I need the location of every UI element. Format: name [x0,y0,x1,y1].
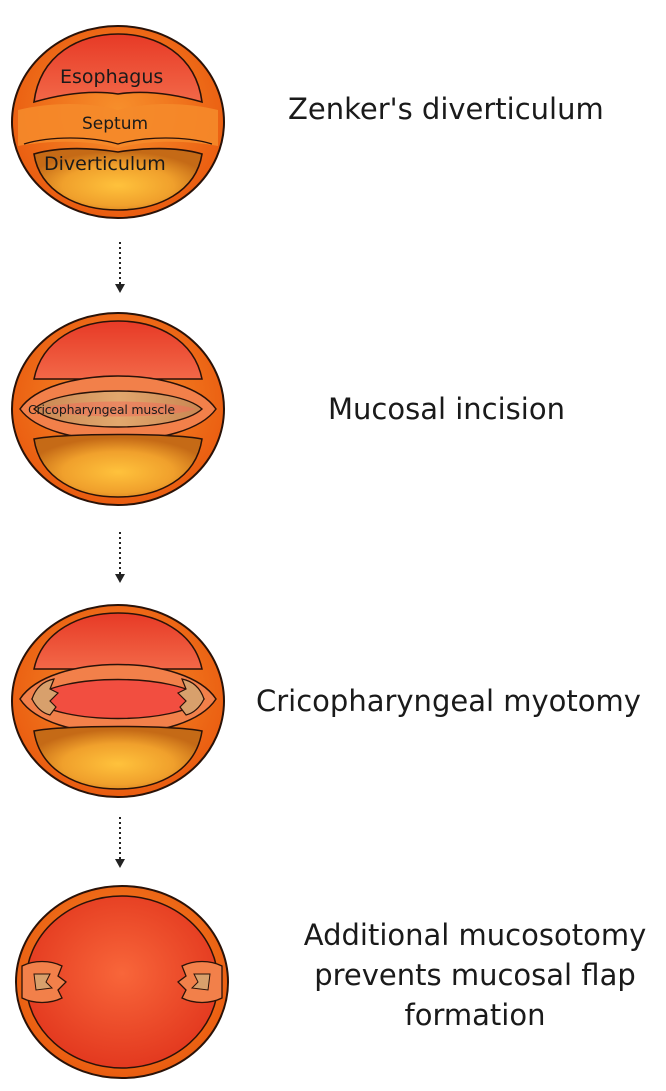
label-diverticulum: Diverticulum [44,153,166,175]
myotomy-cross-section [10,603,226,799]
label-esophagus: Esophagus [60,66,163,88]
caption-line-2: prevents mucosal flap [290,955,660,995]
down-arrow-icon [110,240,130,296]
caption-stage-2: Mucosal incision [328,392,565,427]
down-arrow-icon [110,530,130,586]
caption-line-1: Additional mucosotomy [290,915,660,955]
caption-stage-4: Additional mucosotomy prevents mucosal f… [290,915,660,1035]
mucosotomy-cross-section [14,884,230,1080]
label-cricopharyngeal-muscle: Cricopharyngeal muscle [28,402,175,417]
down-arrow-icon [110,815,130,871]
caption-stage-3: Cricopharyngeal myotomy [256,684,641,719]
caption-stage-1: Zenker's diverticulum [288,92,604,127]
label-septum: Septum [82,114,148,134]
caption-line-3: formation [290,995,660,1035]
